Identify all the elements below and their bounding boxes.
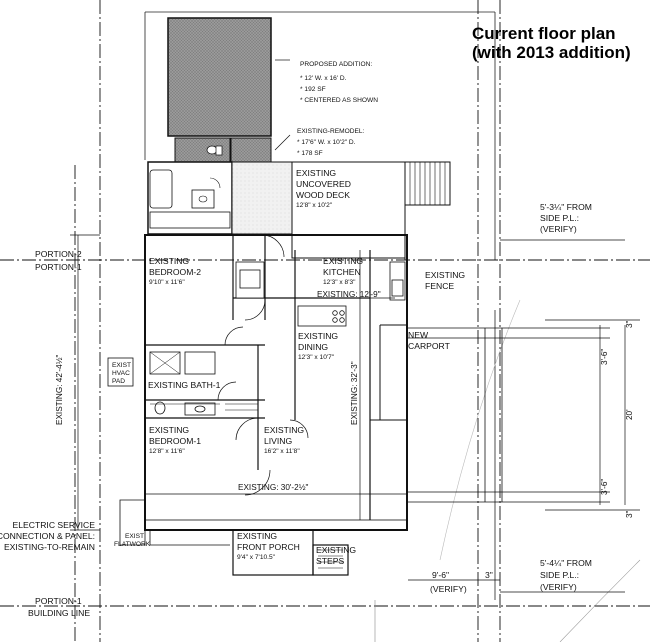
deck-area — [291, 161, 451, 260]
kitchen-width-dim: EXISTING: 12'-9" — [317, 290, 381, 299]
title-line-1: Current floor plan — [472, 24, 616, 43]
bedroom1-label-1: EXISTING — [149, 425, 189, 435]
deck-label-2: UNCOVERED — [296, 179, 351, 189]
side-pl-top-3: (VERIFY) — [540, 224, 577, 234]
remodel-sf: * 178 SF — [297, 150, 323, 157]
verify-9-6-dim: 9'-6" — [432, 570, 449, 580]
building-line-label: BUILDING LINE — [28, 608, 90, 618]
toilet-bath1-icon — [154, 401, 166, 415]
carport-bottom-3in: 3" — [625, 510, 634, 518]
front-porch-dims: 9'4" x 7'10.5" — [237, 554, 276, 561]
electric-label-2: CONNECTION & PANEL: — [0, 531, 95, 541]
carport-label-2: CARPORT — [408, 341, 451, 351]
bedroom1-dims: 12'8" x 11'6" — [149, 448, 185, 455]
flatwork-label-1: EXIST — [125, 533, 144, 540]
property-outline — [144, 11, 496, 600]
fence-label-1: EXISTING — [425, 270, 465, 280]
carport-upper-dim: 3'-6" — [600, 349, 609, 365]
side-pl-bottom-1: 5'-4¼" FROM — [540, 558, 592, 568]
proposed-addition-heading: PROPOSED ADDITION: — [300, 61, 372, 68]
dining-label-1: EXISTING — [298, 331, 338, 341]
carport-top-3in: 3" — [625, 320, 634, 328]
dining-label-2: DINING — [298, 342, 328, 352]
proposed-addition-area-sf: * 192 SF — [300, 86, 326, 93]
electric-label-3: EXISTING-TO-REMAIN — [4, 542, 95, 552]
toilet-addition-icon — [206, 145, 218, 155]
mid-height-dim: EXISTING: 32'-3" — [350, 361, 359, 425]
arc-line-2 — [559, 559, 641, 642]
carport-lower-dim: 3'-6" — [600, 479, 609, 495]
living-label-2: LIVING — [264, 436, 292, 446]
bedroom2-label-1: EXISTING — [149, 256, 189, 266]
bedroom2-label-2: BEDROOM-2 — [149, 267, 201, 277]
living-dims: 16'2" x 11'8" — [264, 448, 300, 455]
verify-9-6-note: (VERIFY) — [430, 584, 467, 594]
overall-height-dim: EXISTING: 42'-4½" — [55, 354, 64, 425]
steps-label-1: EXISTING — [316, 545, 356, 555]
kitchen-label-1: EXISTING — [323, 256, 363, 266]
side-pl-bottom-2: SIDE P.L.: — [540, 570, 579, 580]
deck-label-1: EXISTING — [296, 168, 336, 178]
deck-dims: 12'8" x 10'2" — [296, 202, 333, 209]
bedroom1-label-2: BEDROOM-1 — [149, 436, 201, 446]
proposed-addition-area — [167, 17, 272, 137]
proposed-addition-centered: * CENTERED AS SHOWN — [300, 97, 378, 104]
carport-area — [407, 327, 610, 503]
side-pl-top-2: SIDE P.L.: — [540, 213, 579, 223]
front-porch-area — [119, 499, 349, 576]
carport-middle-dim: 20' — [625, 409, 634, 420]
electric-label-1: ELECTRIC SERVICE — [13, 520, 96, 530]
remodel-dims: * 17'6" W. x 10'2" D. — [297, 139, 356, 146]
title-line-2: (with 2013 addition) — [472, 43, 631, 62]
house-width-dim: EXISTING: 30'-2½" — [238, 483, 309, 492]
bedroom2-dims: 9'10" x 11'6" — [149, 279, 185, 286]
flatwork-label-2: FLATWORK — [114, 541, 151, 548]
hvac-label-2: HVAC — [112, 370, 130, 377]
bath1-label: EXISTING BATH-1 — [148, 380, 221, 390]
portion-2-label: PORTION-2 — [35, 249, 82, 259]
front-porch-label-1: EXISTING — [237, 531, 277, 541]
remodel-heading: EXISTING-REMODEL: — [297, 128, 365, 135]
living-label-1: EXISTING — [264, 425, 304, 435]
portion-1-bottom-label: PORTION-1 — [35, 596, 82, 606]
dining-dims: 12'3" x 10'7" — [298, 354, 335, 361]
deck-label-3: WOOD DECK — [296, 190, 350, 200]
side-pl-top-1: 5'-3¼" FROM — [540, 202, 592, 212]
side-pl-bottom-3: (VERIFY) — [540, 582, 577, 592]
steps-label-2: STEPS — [316, 556, 344, 566]
carport-label-1: NEW — [408, 330, 429, 340]
hvac-label-3: PAD — [112, 378, 125, 385]
kitchen-dims: 12'3" x 8'3" — [323, 279, 356, 286]
fixtures — [107, 261, 406, 416]
arc-line-3 — [439, 299, 521, 561]
dimension-lines — [70, 59, 640, 593]
tub-icon — [149, 169, 173, 209]
front-porch-label-2: FRONT PORCH — [237, 542, 300, 552]
kitchen-label-2: KITCHEN — [323, 267, 361, 277]
hvac-label-1: EXIST — [112, 362, 131, 369]
three-inch-dim: 3" — [485, 570, 493, 580]
proposed-addition-width: * 12' W. x 16' D. — [300, 75, 347, 82]
sink-addition-icon — [198, 195, 208, 203]
portion-1-label: PORTION-1 — [35, 262, 82, 272]
fence-label-2: FENCE — [425, 281, 454, 291]
